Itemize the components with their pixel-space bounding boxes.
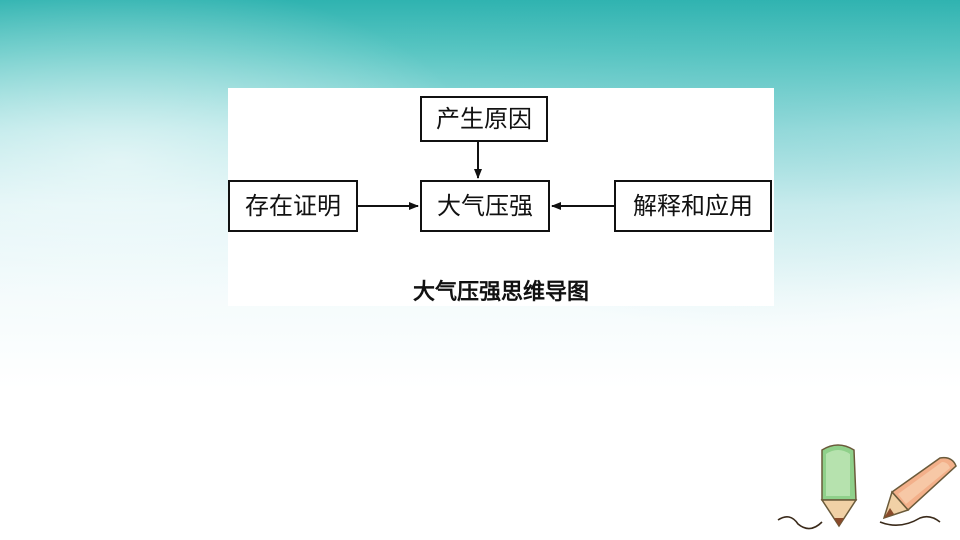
node-top-label: 产生原因: [436, 105, 532, 133]
scribble-line: [777, 515, 941, 530]
orange-pencil-icon: [882, 456, 957, 520]
diagram-arrows: [358, 142, 614, 210]
node-right: 解释和应用: [614, 180, 772, 232]
node-right-label: 解释和应用: [633, 192, 753, 220]
green-pencil-icon: [820, 444, 858, 528]
diagram-caption: 大气压强思维导图: [412, 279, 589, 305]
node-top: 产生原因: [420, 96, 548, 142]
mind-map-panel: 产生原因 大气压强 存在证明 解释和应用 大气压强思维导图: [228, 88, 774, 306]
node-center-label: 大气压强: [437, 192, 533, 220]
node-center: 大气压强: [420, 180, 550, 232]
node-left: 存在证明: [228, 180, 358, 232]
pencils-decoration: [777, 444, 957, 530]
node-left-label: 存在证明: [245, 192, 341, 220]
